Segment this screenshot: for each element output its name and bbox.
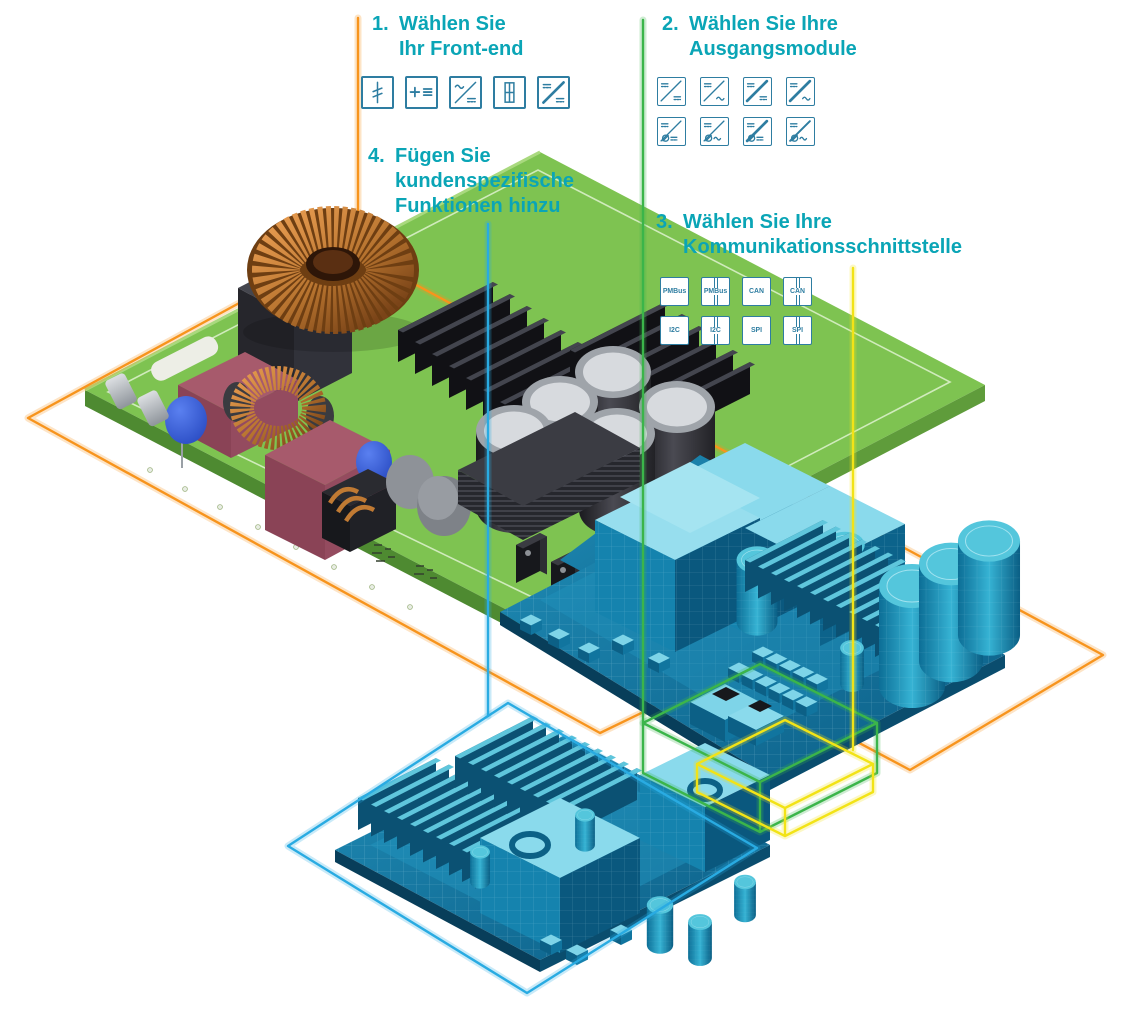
silkscreen-marks (372, 544, 437, 579)
output-module-options (657, 77, 815, 146)
step-3-title-line2: Kommunikationsschnittstelle (683, 236, 962, 258)
custom-functions-board (335, 716, 770, 972)
step-3-title-line1: Wählen Sie Ihre (683, 211, 832, 233)
step-4-title-line1: Fügen Sie (395, 145, 491, 167)
dc-dc-icon[interactable] (657, 77, 686, 106)
dc-ac-icon[interactable] (700, 77, 729, 106)
dc-ac-isolated-icon[interactable] (786, 77, 815, 106)
disc-capacitor (386, 455, 471, 536)
varistor (165, 396, 392, 500)
step-3-number: 3. (656, 211, 673, 233)
i2c-icon[interactable]: I2C (660, 316, 689, 345)
step-3-heading: 3. Wählen Sie Ihre Kommunikationsschnitt… (656, 210, 962, 260)
communication-options: PMBus PMBus CAN CAN I2C I2C SPI SPI (660, 277, 812, 345)
step-2-title-line1: Wählen Sie Ihre (689, 13, 838, 35)
spi-icon[interactable]: SPI (742, 316, 771, 345)
step-4-title-line3: Funktionen hinzu (395, 195, 561, 217)
dc-dc-converter-icon[interactable] (537, 76, 570, 109)
can-icon[interactable]: CAN (742, 277, 771, 306)
toroidal-inductor (243, 206, 423, 352)
ac-dc-converter-icon[interactable] (449, 76, 482, 109)
step-2-number: 2. (662, 13, 679, 35)
i2c-isolated-icon[interactable]: I2C (701, 316, 730, 345)
dc-ac-regulated-icon[interactable] (700, 117, 729, 146)
output-modules-board (500, 443, 1021, 790)
step-2-heading: 2. Wählen Sie Ihre Ausgangsmodule (662, 12, 857, 62)
dc-source-icon[interactable] (405, 76, 438, 109)
step-1-title-line2: Ihr Front-end (399, 38, 524, 60)
pmbus-isolated-icon[interactable]: PMBus (701, 277, 730, 306)
pfc-icon[interactable] (493, 76, 526, 109)
dc-dc-isolated-regulated-icon[interactable] (743, 117, 772, 146)
step-1-title-line1: Wählen Sie (399, 13, 506, 35)
step-1-number: 1. (372, 13, 389, 35)
step-1-heading: 1. Wählen Sie Ihr Front-end (372, 12, 523, 62)
front-end-components (105, 206, 755, 617)
step-4-title-line2: kundenspezifische (395, 170, 574, 192)
step-4-heading: 4. Fügen Sie kundenspezifische Funktione… (368, 144, 574, 219)
fuse-holder (105, 336, 219, 427)
spi-isolated-icon[interactable]: SPI (783, 316, 812, 345)
dc-ac-isolated-regulated-icon[interactable] (786, 117, 815, 146)
module-block (480, 798, 640, 953)
can-isolated-icon[interactable]: CAN (783, 277, 812, 306)
dc-dc-isolated-icon[interactable] (743, 77, 772, 106)
pmbus-icon[interactable]: PMBus (660, 277, 689, 306)
step-4-number: 4. (368, 145, 385, 167)
common-mode-choke (322, 469, 396, 552)
dc-dc-regulated-icon[interactable] (657, 117, 686, 146)
solder-pads (147, 467, 413, 610)
front-end-options (361, 76, 570, 109)
fuse-icon[interactable] (361, 76, 394, 109)
step-2-title-line2: Ausgangsmodule (689, 38, 857, 60)
